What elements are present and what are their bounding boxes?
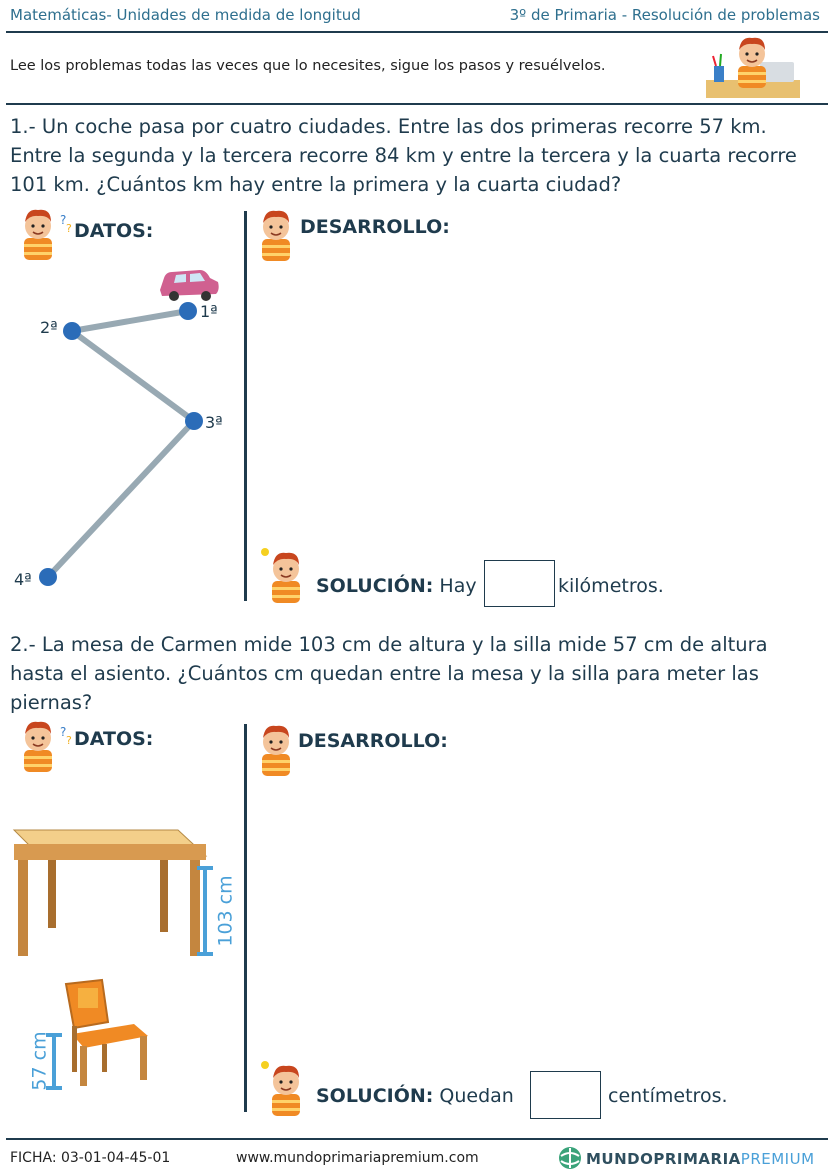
city-1-label: 1ª xyxy=(200,302,218,321)
route-diagram xyxy=(39,270,219,586)
problem-2-solution-before: Quedan xyxy=(439,1085,514,1107)
boy-idea-icon xyxy=(261,548,301,604)
problem-1-answer-box[interactable] xyxy=(484,560,555,607)
svg-text:?: ? xyxy=(60,725,66,739)
svg-text:?: ? xyxy=(66,734,72,747)
problem-2-solution-after: centímetros. xyxy=(608,1085,728,1107)
city-1-node xyxy=(179,302,197,320)
problem-2-divider xyxy=(244,724,247,1112)
boy-pondering-icon xyxy=(261,210,291,262)
brand-premium: PREMIUM xyxy=(740,1150,815,1168)
problem-1-solution-label: SOLUCIÓN: xyxy=(316,575,434,597)
problem-1-desarrollo-label: DESARROLLO: xyxy=(300,216,450,238)
problem-1-solution-before: Hay xyxy=(439,575,477,597)
svg-text:?: ? xyxy=(66,222,72,235)
intro-rule xyxy=(6,103,828,105)
header-rule xyxy=(6,31,828,33)
problem-2-datos-label: DATOS: xyxy=(74,728,154,750)
footer-rule xyxy=(6,1138,828,1140)
problem-1-solution: SOLUCIÓN: Hay xyxy=(316,575,477,597)
city-4-node xyxy=(39,568,57,586)
table-height-bracket xyxy=(197,866,213,956)
table-illustration xyxy=(12,829,208,956)
problem-2-desarrollo-label: DESARROLLO: xyxy=(298,730,448,752)
footer-brand: MUNDOPRIMARIAPREMIUM xyxy=(586,1150,815,1168)
problem-2-solution-label: SOLUCIÓN: xyxy=(316,1085,434,1107)
problem-1-solution-after: kilómetros. xyxy=(558,575,664,597)
city-3-label: 3ª xyxy=(205,413,223,432)
boy-thinking-icon: ? ? xyxy=(23,721,72,773)
chair-illustration xyxy=(64,978,148,1086)
chair-height-bracket xyxy=(46,1033,62,1090)
problem-1-divider xyxy=(244,211,247,601)
brand-primaria: PRIMARIA xyxy=(653,1150,741,1168)
chair-height-label: 57 cm xyxy=(28,1031,51,1091)
car-icon xyxy=(160,270,219,301)
boy-thinking-icon: ? ? xyxy=(23,209,72,261)
footer-url[interactable]: www.mundoprimariapremium.com xyxy=(236,1150,479,1166)
header-subject: Matemáticas- Unidades de medida de longi… xyxy=(10,6,361,24)
brand-mundo: MUNDO xyxy=(586,1150,654,1168)
city-2-node xyxy=(63,322,81,340)
city-4-label: 4ª xyxy=(14,570,32,589)
svg-text:?: ? xyxy=(60,213,66,227)
boy-at-desk-illustration xyxy=(706,37,800,98)
boy-pondering-icon xyxy=(261,725,291,777)
footer-ficha: FICHA: 03-01-04-45-01 xyxy=(10,1150,171,1166)
problem-1-statement: 1.- Un coche pasa por cuatro ciudades. E… xyxy=(10,115,797,196)
problem-1-datos-label: DATOS: xyxy=(74,220,154,242)
header-grade: 3º de Primaria - Resolución de problemas xyxy=(509,6,820,24)
globe-logo-icon xyxy=(559,1147,581,1169)
city-3-node xyxy=(185,412,203,430)
problem-2-answer-box[interactable] xyxy=(530,1071,601,1119)
table-height-label: 103 cm xyxy=(214,875,237,947)
city-2-label: 2ª xyxy=(40,318,58,337)
intro-text: Lee los problemas todas las veces que lo… xyxy=(10,58,606,74)
problem-2-statement: 2.- La mesa de Carmen mide 103 cm de alt… xyxy=(10,633,768,714)
problem-2-solution: SOLUCIÓN: Quedan xyxy=(316,1085,514,1107)
boy-idea-icon xyxy=(261,1061,301,1117)
